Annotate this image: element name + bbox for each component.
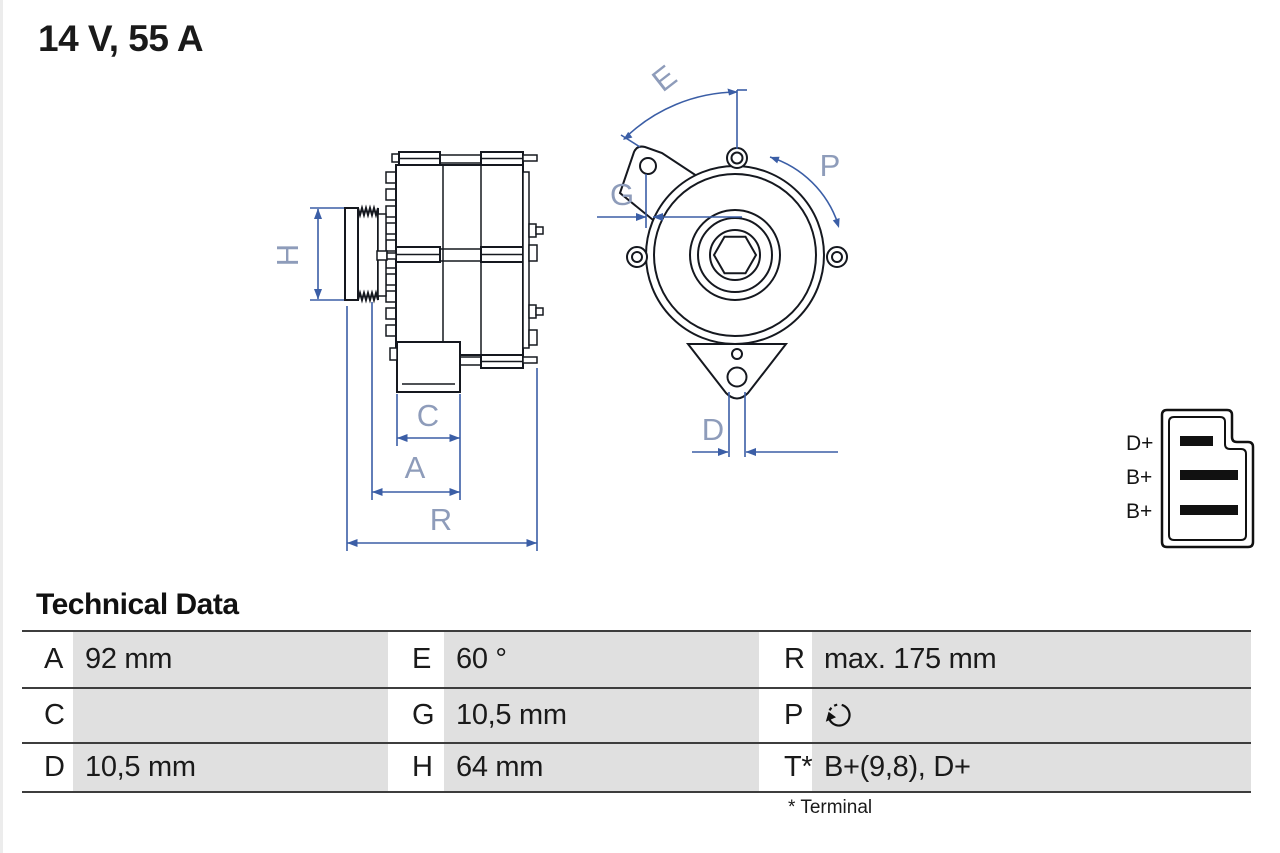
tech-value-cell: 10,5 mm xyxy=(444,689,759,742)
front-view-dimensions: E G P D xyxy=(597,58,840,457)
tech-key-cell: A xyxy=(22,632,73,687)
tech-value-cell: 64 mm xyxy=(444,744,759,791)
connector-inner-outline xyxy=(1168,416,1247,541)
terminal-footnote: * Terminal xyxy=(788,797,873,818)
tech-key-cell: C xyxy=(22,689,73,742)
dim-label-g: G xyxy=(610,177,634,212)
table-row: A 92 mm E 60 ° R max. 175 mm xyxy=(22,630,1251,687)
terminal-pin-bplus-2 xyxy=(1180,505,1238,515)
pulley xyxy=(344,204,387,304)
tech-value-cell: 92 mm xyxy=(73,632,388,687)
mounting-lugs xyxy=(626,147,848,388)
dim-label-a: A xyxy=(405,450,426,485)
dim-label-p: P xyxy=(820,148,841,183)
technical-data-table: A 92 mm E 60 ° R max. 175 mm C G 10,5 mm… xyxy=(22,630,1251,793)
dim-label-r: R xyxy=(430,502,452,537)
tech-key-cell: G xyxy=(388,689,444,742)
dim-label-h: H xyxy=(270,244,305,266)
product-spec-title: 14 V, 55 A xyxy=(38,18,204,59)
shaft-hub xyxy=(689,209,781,301)
tech-value-cell: 10,5 mm xyxy=(73,744,388,791)
terminal-label-bplus-2: B+ xyxy=(1126,500,1152,523)
tech-value-cell xyxy=(73,689,388,742)
table-row: C G 10,5 mm P xyxy=(22,687,1251,742)
tech-key-cell: P xyxy=(759,689,812,742)
housing-outer-circle xyxy=(645,165,825,345)
terminal-connector-diagram: D+ B+ B+ xyxy=(1126,408,1255,549)
dim-label-d: D xyxy=(702,412,724,447)
tech-value-cell xyxy=(812,689,1251,742)
rotation-direction-icon xyxy=(825,703,851,727)
tech-value-cell: 60 ° xyxy=(444,632,759,687)
tech-value-cell: max. 175 mm xyxy=(812,632,1251,687)
connector-outline xyxy=(1160,408,1255,549)
dim-label-e: E xyxy=(645,58,683,98)
alternator-housing xyxy=(376,151,544,393)
tech-value-cell: B+(9,8), D+ xyxy=(812,744,1251,791)
tech-key-cell: H xyxy=(388,744,444,791)
tech-key-cell: T* xyxy=(759,744,813,791)
terminal-pin-dplus xyxy=(1180,436,1213,446)
tech-key-cell: D xyxy=(22,744,73,791)
table-row: D 10,5 mm H 64 mm T* B+(9,8), D+ xyxy=(22,742,1251,793)
alternator-technical-drawing: H C A R xyxy=(270,58,1255,551)
terminal-label-bplus-1: B+ xyxy=(1126,466,1152,489)
terminal-label-dplus: D+ xyxy=(1126,432,1153,455)
front-view-drawing: E G P D xyxy=(597,58,848,457)
tech-key-cell: R xyxy=(759,632,812,687)
dim-label-c: C xyxy=(417,398,439,433)
side-view-dimensions: H C A R xyxy=(270,207,538,551)
page-left-edge xyxy=(0,0,3,853)
tech-key-cell: E xyxy=(388,632,444,687)
side-view-drawing: H C A R xyxy=(270,151,544,551)
technical-data-heading: Technical Data xyxy=(36,588,239,621)
terminal-pin-bplus-1 xyxy=(1180,470,1238,480)
